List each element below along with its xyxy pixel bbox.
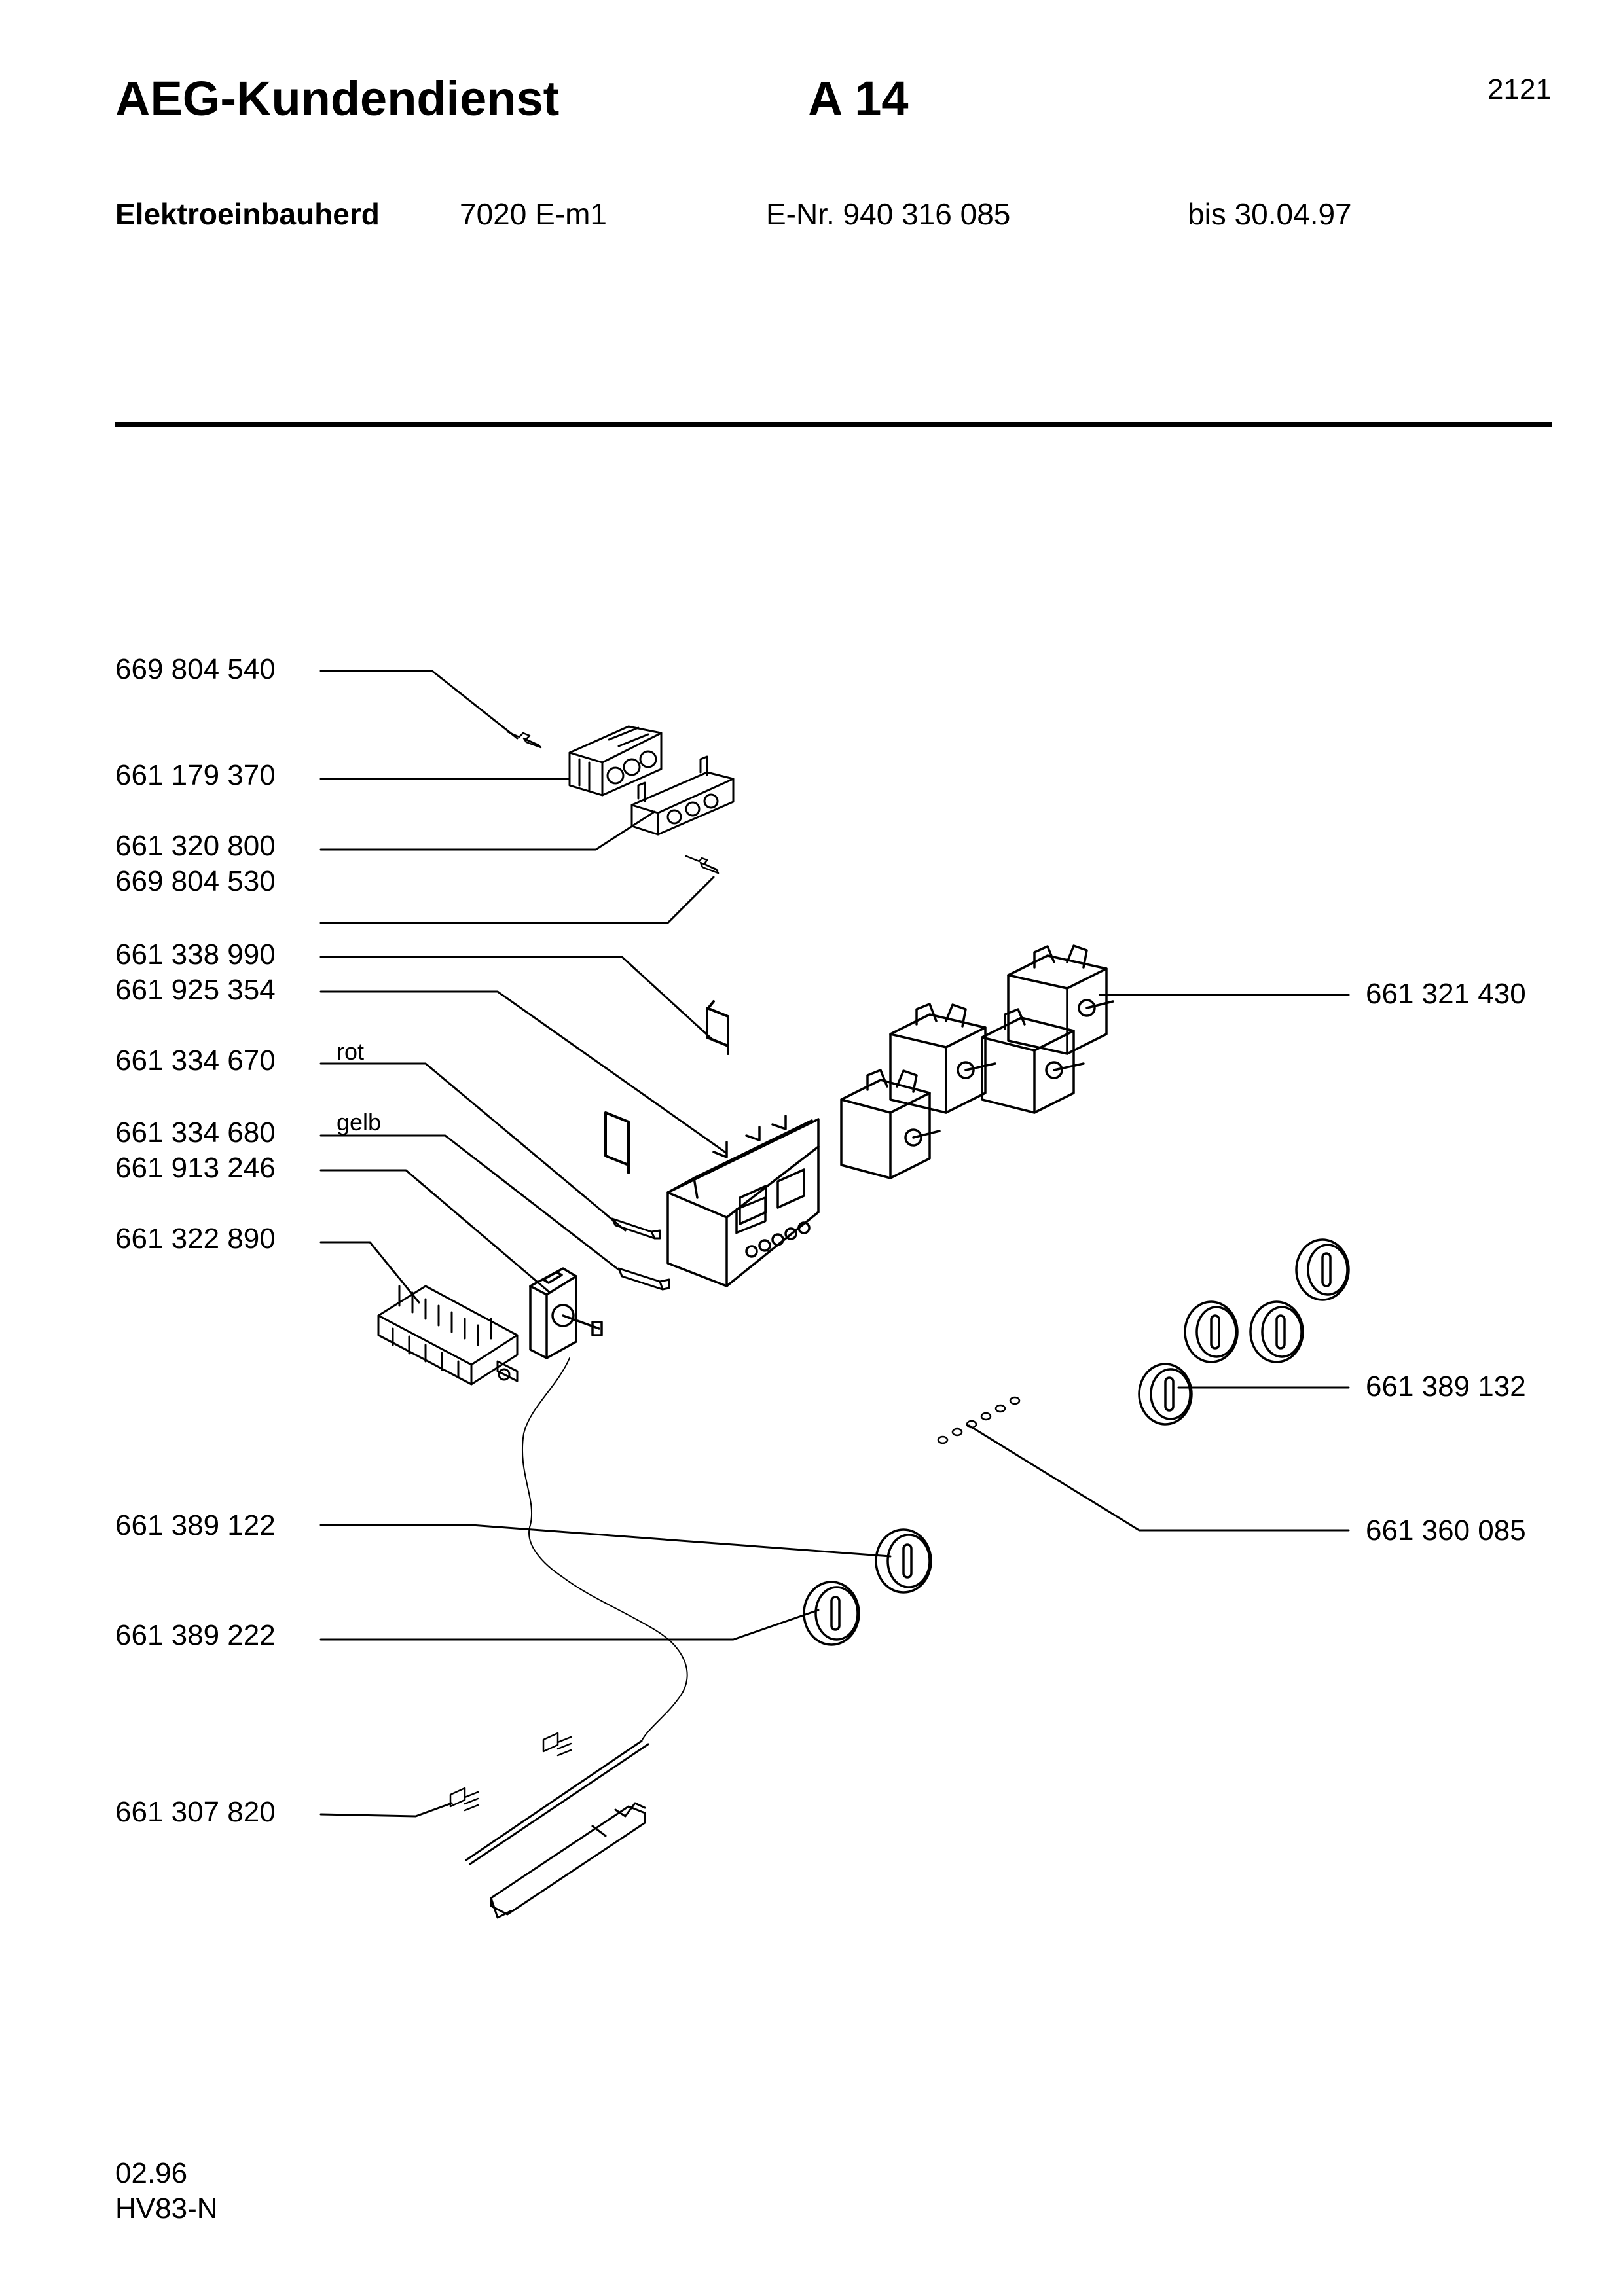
terminal-clip <box>506 730 542 749</box>
part-label: 661 307 820 <box>115 1796 276 1828</box>
part-label: 661 322 890 <box>115 1223 276 1255</box>
spring-bracket <box>604 1111 630 1174</box>
clock-display-module <box>666 1115 820 1287</box>
terminal-clip <box>685 855 720 874</box>
rotary-switch <box>889 1003 996 1114</box>
switch-bank <box>377 1285 519 1386</box>
part-label: 661 913 246 <box>115 1152 276 1184</box>
company-title: AEG-Kundendienst <box>115 71 560 126</box>
rotary-switch <box>840 1069 941 1179</box>
knob-cover <box>1295 1238 1350 1301</box>
leader-line <box>319 670 519 740</box>
thermostat <box>529 1267 603 1359</box>
part-label: 661 389 222 <box>115 1619 276 1651</box>
leader-line <box>319 876 715 924</box>
leader-line <box>319 1524 892 1558</box>
product-type: Elektroeinbauherd <box>115 197 380 231</box>
leader-line <box>319 1134 620 1271</box>
wire-pin-gelb <box>617 1267 670 1291</box>
footer-reference: HV83-N <box>115 2193 218 2225</box>
terminal-clip <box>449 1787 479 1812</box>
product-enr: E-Nr. 940 316 085 <box>766 197 1011 231</box>
product-model: 7020 E-m1 <box>460 197 608 231</box>
part-label: 661 338 990 <box>115 939 276 971</box>
capillary-tube <box>521 1357 688 1742</box>
part-label: 661 320 800 <box>115 830 276 862</box>
product-validity: bis 30.04.97 <box>1188 197 1352 231</box>
part-label: 661 360 085 <box>1366 1515 1526 1547</box>
part-label: 661 334 670 <box>115 1045 276 1077</box>
wire-color-label: rot <box>337 1038 365 1065</box>
spring-bracket <box>706 1000 729 1055</box>
leader-line <box>319 1169 551 1294</box>
wire-color-label: gelb <box>337 1109 382 1136</box>
connector-strip <box>630 755 735 836</box>
leader-line <box>968 1424 1350 1532</box>
knob-cover <box>1184 1300 1239 1363</box>
rotary-switch <box>1007 944 1114 1055</box>
sensor-holder <box>490 1802 646 1919</box>
leader-line <box>319 810 656 851</box>
part-label: 669 804 540 <box>115 653 276 685</box>
knob-cover <box>803 1581 860 1646</box>
knob-cover <box>875 1528 932 1594</box>
sensor-rod <box>465 1740 649 1865</box>
part-label: 661 321 430 <box>1366 978 1526 1010</box>
part-label: 661 389 122 <box>115 1509 276 1541</box>
terminal-clip <box>542 1732 572 1757</box>
part-label: 661 179 370 <box>115 759 276 791</box>
leader-line <box>319 1241 420 1304</box>
knob-cover <box>1249 1300 1304 1363</box>
part-label: 661 389 132 <box>1366 1371 1526 1403</box>
leader-lines <box>319 670 1350 1818</box>
part-label: 661 925 354 <box>115 974 276 1006</box>
leader-line <box>319 956 715 1042</box>
document-code: A 14 <box>808 71 909 126</box>
part-label: 669 804 530 <box>115 865 276 897</box>
terminal-block <box>568 725 663 797</box>
page-number: 2121 <box>1487 73 1552 105</box>
part-label: 661 334 680 <box>115 1117 276 1149</box>
leader-line <box>319 990 728 1155</box>
indicator-lamps <box>937 1396 1021 1444</box>
knob-cover <box>1138 1363 1193 1426</box>
rotary-switch <box>981 1008 1085 1114</box>
leader-line <box>319 1062 627 1232</box>
leader-line <box>319 1802 453 1818</box>
header-divider <box>115 422 1552 427</box>
footer-date: 02.96 <box>115 2157 188 2189</box>
leader-line <box>319 1609 820 1641</box>
wire-pin-rot <box>611 1217 661 1240</box>
